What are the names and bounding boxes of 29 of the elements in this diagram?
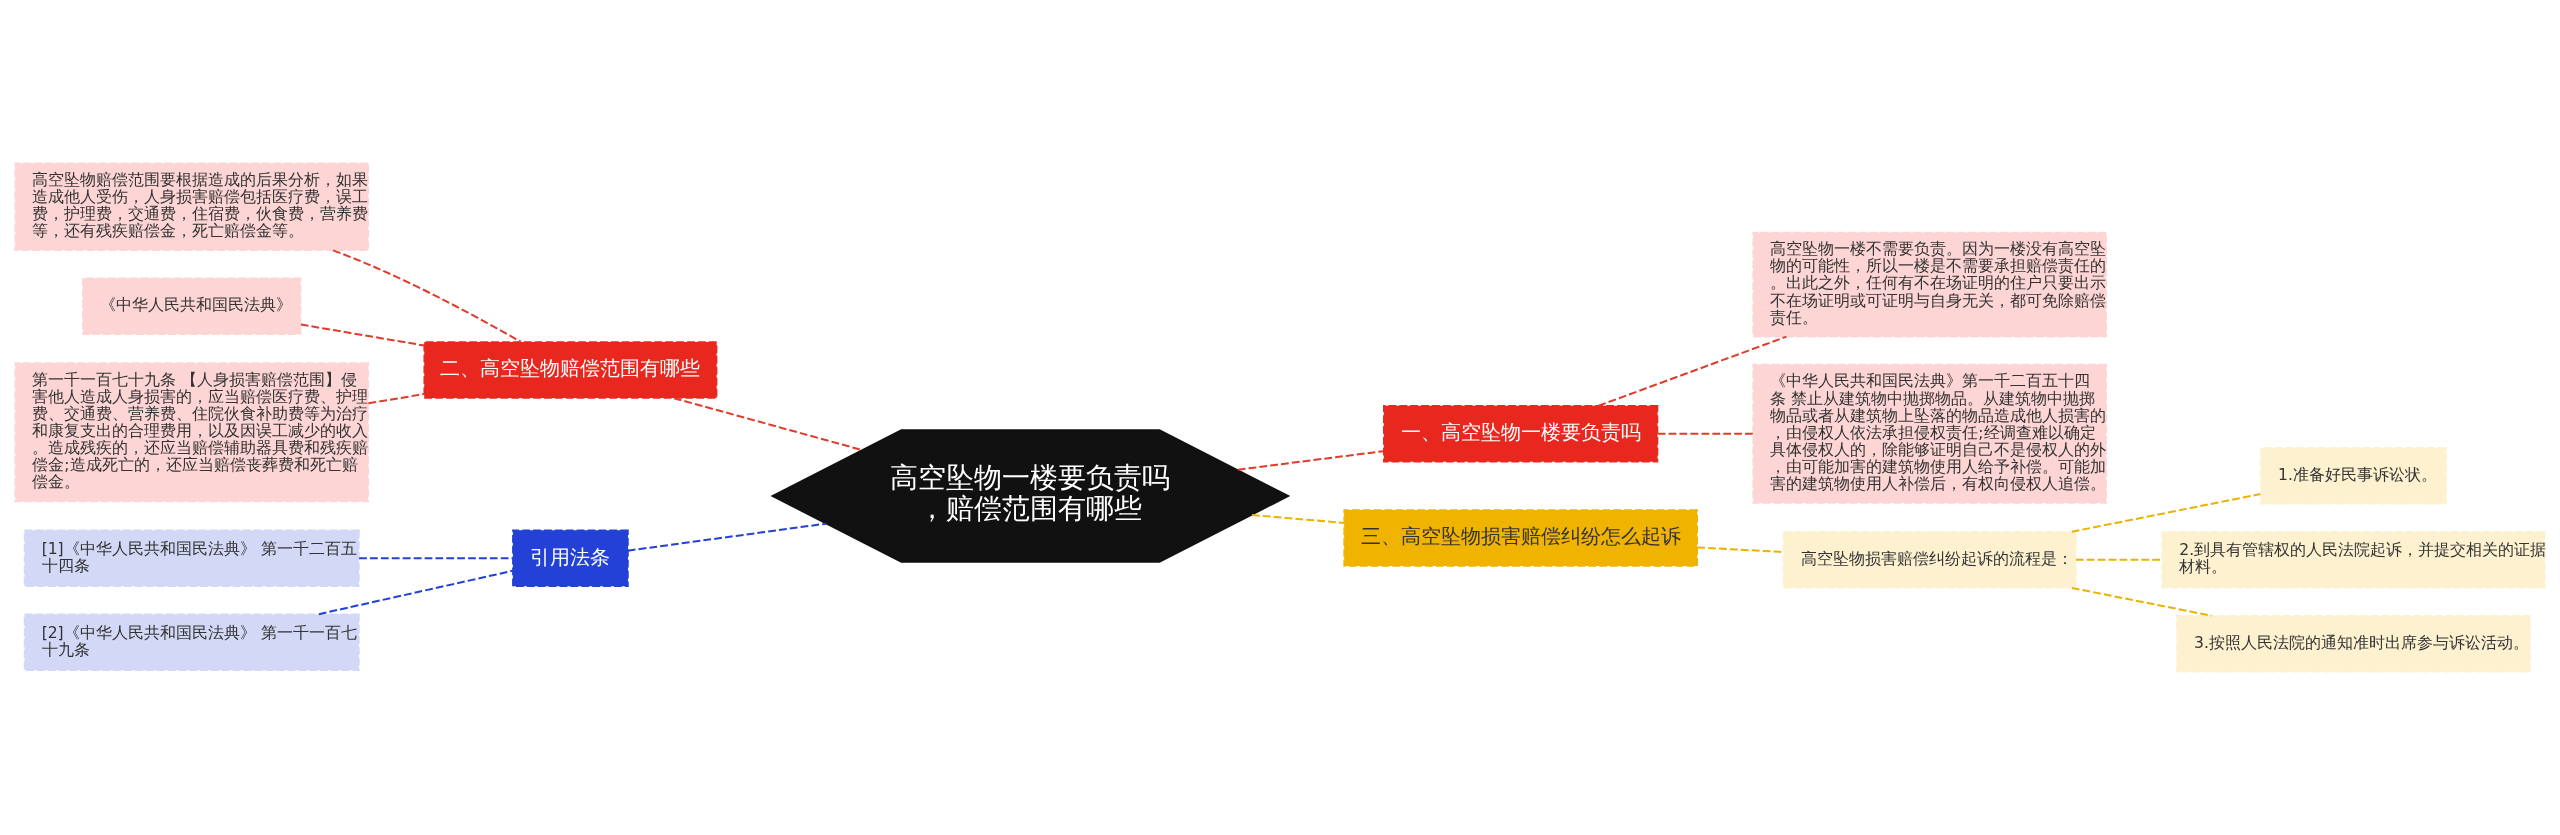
connector (1237, 450, 1384, 471)
connector (1657, 432, 1753, 435)
connector (627, 522, 827, 552)
node-box: [1]《中华人民共和国民法典》 第一千二百五十四条 (23, 529, 360, 587)
node-box: 高空坠物赔偿范围要根据造成的后果分析，如果造成他人受伤，人身损害赔偿包括医疗费，误工费，护理费，交通费，住宿费，伙食费，营养费等，还有残疾赔偿金，死亡赔偿金等。 (14, 162, 370, 252)
connector (300, 323, 425, 347)
node-box: 《中华人民共和国民法典》 (82, 277, 302, 336)
node-box: 引用法条 (512, 529, 629, 587)
connector (368, 393, 424, 405)
node-box: 高空坠物损害赔偿纠纷起诉的流程是： (1782, 531, 2077, 589)
node-box: 高空坠物一楼不需要负责。因为一楼没有高空坠物的可能性，所以一楼是不需要承担赔偿责任的。出此之外，任何有不在场证明的住户只要出示不在场证明或可证明与自身无关，都可免除赔偿责任。 (1752, 231, 2107, 338)
node-box: 三、高空坠物损害赔偿纠纷怎么起诉 (1343, 509, 1698, 567)
node-box: 第一千一百七十九条 【人身损害赔偿范围】侵害他人造成人身损害的，应当赔偿医疗费、护理费、交通费、营养费、住院伙食补助费等为治疗和康复支出的合理费用，以及因误工减少的收入。造成残疾的，还应当赔偿辅助器具费和残疾赔偿金;造成死亡的，还应当赔偿丧葬费和死亡赔偿金。 (14, 362, 370, 503)
connector (673, 397, 862, 451)
connector (332, 249, 522, 343)
connector (1598, 335, 1787, 407)
connector (2076, 558, 2162, 561)
node-box: 3.按照人民法院的通知准时出席参与诉讼活动。 (2176, 615, 2531, 673)
node-box: 二、高空坠物赔偿范围有哪些 (423, 341, 718, 399)
node-box: 2.到具有管辖权的人民法院起诉，并提交相关的证据材料。 (2161, 531, 2546, 589)
node-box: 1.准备好民事诉讼状。 (2260, 447, 2447, 505)
node-box: 《中华人民共和国民法典》第一千二百五十四条 禁止从建筑物中抛掷物品。从建筑物中抛掷物品或者从建筑物上坠落的物品造成他人损害的，由侵权人依法承担侵权责任;经调查难以确定具体侵权人的，除能够证明自己不是侵权人的外，由可能加害的建筑物使用人给予补偿。可能加害的建筑物使用人补偿后，有权向侵权人追偿。 (1752, 363, 2107, 504)
node-box: [2]《中华人民共和国民法典》 第一千一百七十九条 (23, 613, 360, 671)
connector (2071, 493, 2261, 533)
node-box: 一、高空坠物一楼要负责吗 (1383, 405, 1659, 463)
connector (318, 569, 513, 616)
connector (1251, 514, 1344, 524)
connector (359, 557, 513, 560)
connector (1697, 546, 1784, 554)
